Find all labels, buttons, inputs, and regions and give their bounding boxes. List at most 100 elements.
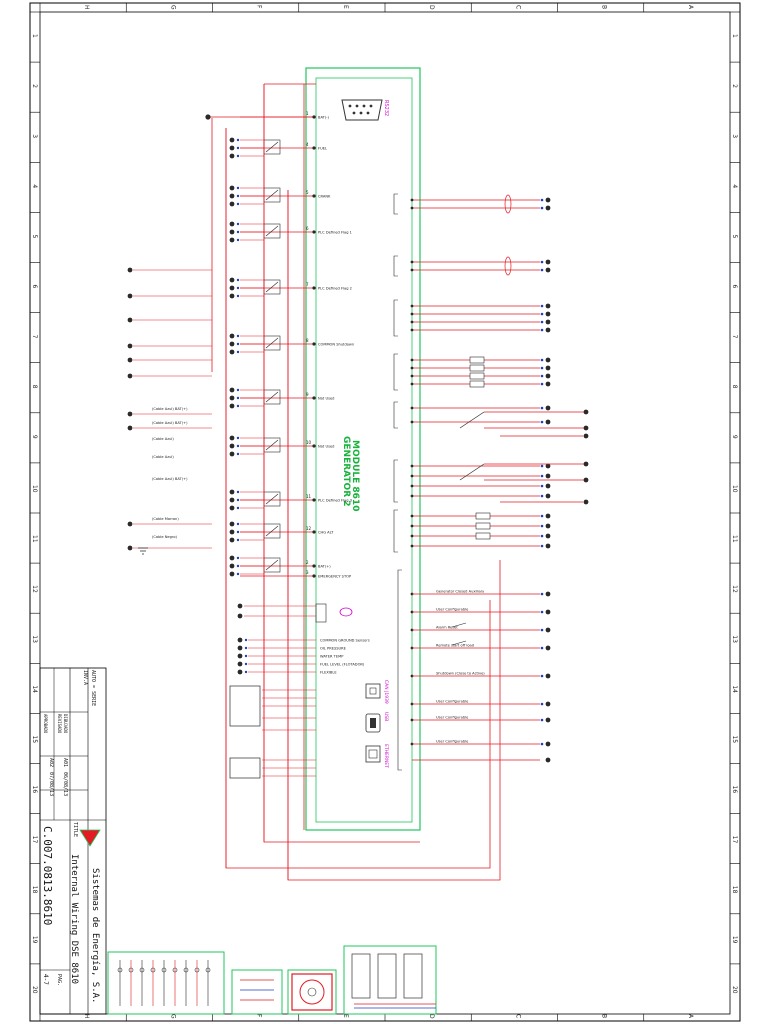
switch-contact-icon: [451, 640, 467, 646]
terminal-lug: [236, 238, 240, 242]
terminal-dot: [312, 194, 316, 198]
inline-relay: [469, 364, 485, 372]
left-cable-labels: (Cable Azul) BAT(+)(Cable Azul) BAT(+)(C…: [127, 267, 212, 555]
relay-contact: [265, 189, 279, 201]
output-lug: [540, 406, 544, 410]
ground-icon: [138, 547, 148, 555]
changeover-contact: [459, 411, 485, 429]
sensor-lug: [244, 654, 248, 658]
output-lug: [540, 474, 544, 478]
terminal-lug: [236, 350, 240, 354]
output-lug: [540, 268, 544, 272]
terminal-lug: [236, 146, 240, 150]
terminal-lug: [236, 342, 240, 346]
changeover-lug: [583, 499, 589, 505]
terminal-lug: [236, 530, 240, 534]
row-label-left: 15: [31, 735, 38, 743]
module-inner-box: [315, 77, 413, 823]
twisted-pair-icon: [504, 256, 512, 276]
group-bracket: [393, 353, 398, 391]
module-terminal: [410, 484, 414, 488]
right-io-blocks: [393, 193, 589, 553]
terminal-lug: [236, 506, 240, 510]
terminal-dot: [312, 396, 316, 400]
terminal-dot: [312, 574, 316, 578]
sensor-lug: [237, 653, 243, 659]
terminal-lug: [236, 154, 240, 158]
terminal-number: 9: [306, 392, 309, 397]
terminal-lug: [236, 294, 240, 298]
input-lug: [545, 673, 551, 679]
rev-a01: A01: [62, 758, 68, 767]
bottom-loop-wire-1: [287, 190, 501, 881]
relay-contact: [265, 439, 279, 451]
output-lug: [545, 419, 551, 425]
input-lug: [540, 610, 544, 614]
input-lug: [540, 646, 544, 650]
module-terminal: [410, 494, 414, 498]
input-lug: [545, 627, 551, 633]
relay-contact: [265, 337, 279, 349]
output-lug: [540, 524, 544, 528]
terminal-number: 2: [306, 560, 309, 565]
terminal-dot: [312, 498, 316, 502]
terminal-label: COMMON Shutdown: [318, 343, 354, 347]
inline-relay: [475, 532, 491, 540]
terminal-number: 8: [306, 338, 309, 343]
col-label-bottom: F: [256, 1014, 263, 1018]
changeover-lug: [583, 461, 589, 467]
col-label-top: F: [256, 5, 263, 9]
input-label: User Configurable: [436, 740, 469, 744]
output-lug: [540, 312, 544, 316]
terminal-lug: [236, 564, 240, 568]
row-label-left: 6: [31, 285, 38, 289]
cable-label: (Cable Azul): [152, 437, 174, 441]
ethernet-label: ETHERNET: [383, 744, 389, 768]
output-lug: [545, 463, 551, 469]
terminal-lug: [229, 435, 235, 441]
module-terminal: [410, 268, 414, 272]
comm-block: [229, 685, 261, 727]
output-lug: [545, 303, 551, 309]
row-label-right: 2: [731, 84, 738, 88]
output-lug: [540, 484, 544, 488]
terminal-label: BAT(-): [318, 116, 330, 120]
row-label-left: 19: [31, 936, 38, 944]
drawn-label: DIBUJADO: [63, 714, 68, 734]
relay-contact: [265, 281, 279, 293]
row-label-right: 3: [731, 134, 738, 138]
col-label-bottom: D: [428, 1014, 435, 1019]
inline-relay: [469, 356, 485, 364]
input-lug: [545, 591, 551, 597]
output-lug: [545, 365, 551, 371]
terminal-number: 1: [306, 111, 309, 116]
sensor-label: OIL PRESSURE: [320, 646, 347, 650]
module-terminal: [410, 320, 414, 324]
changeover-lug: [583, 409, 589, 415]
row-label-right: 6: [731, 285, 738, 289]
terminal-lug: [236, 138, 240, 142]
inner-frame: [39, 11, 731, 1015]
relay-contact: [265, 493, 279, 505]
output-lug: [545, 405, 551, 411]
relay-contact: [265, 391, 279, 403]
terminal-lug: [229, 185, 235, 191]
sensor-lug: [237, 669, 243, 675]
col-label-bottom: E: [342, 1014, 349, 1018]
terminal-lug: [229, 403, 235, 409]
terminal-lug: [229, 277, 235, 283]
output-lug: [545, 205, 551, 211]
output-lug: [540, 206, 544, 210]
terminal-lug: [229, 193, 235, 199]
terminal-lug: [229, 451, 235, 457]
sensor-lug: [244, 670, 248, 674]
inline-relay: [469, 380, 485, 388]
row-label-left: 7: [31, 335, 38, 339]
output-lug: [545, 267, 551, 273]
row-label-left: 5: [31, 234, 38, 238]
row-label-left: 2: [31, 84, 38, 88]
field-lug: [127, 545, 133, 551]
bottom-loop-wire-2: [225, 128, 491, 869]
input-lug: [545, 741, 551, 747]
